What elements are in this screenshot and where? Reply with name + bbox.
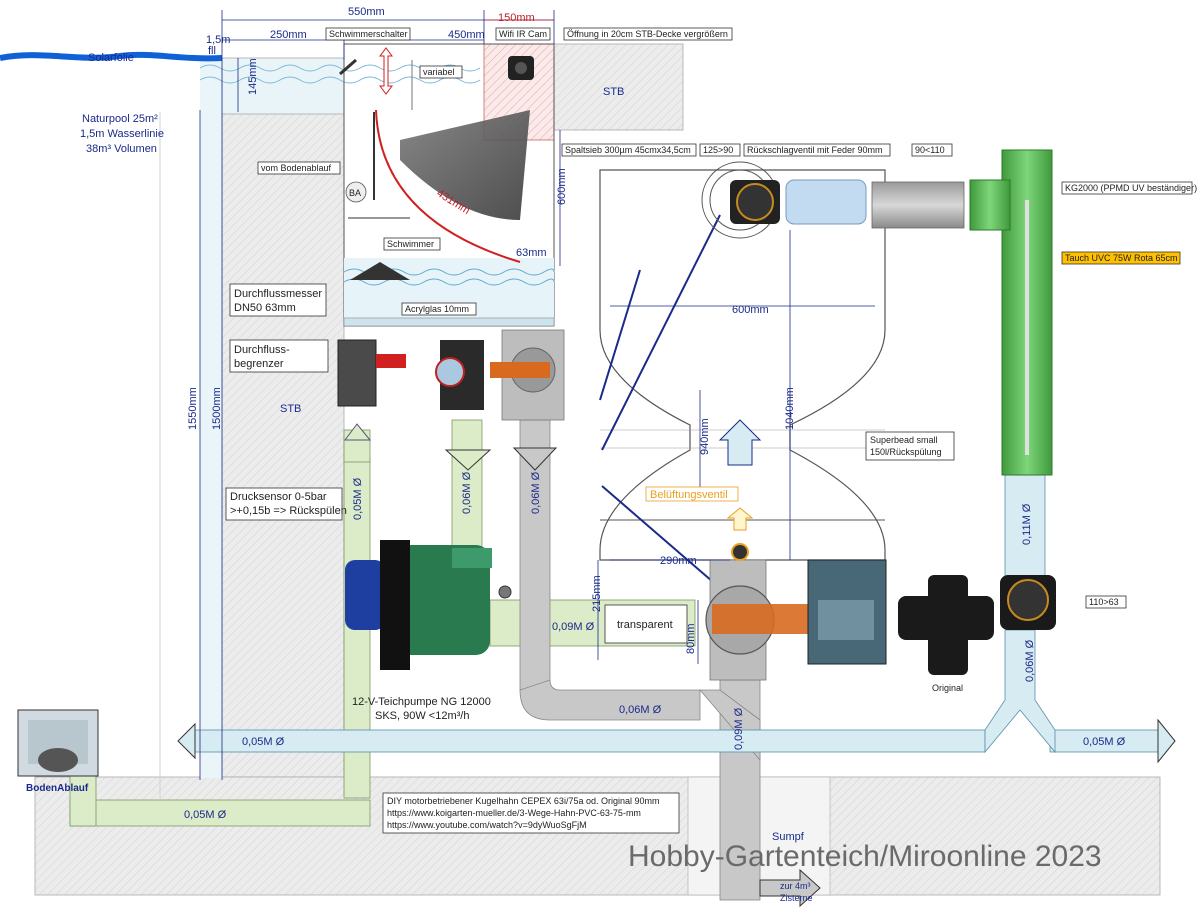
dim-290: 290mm <box>660 555 697 567</box>
pipe-011: 0,11M Ø <box>1021 503 1033 545</box>
dim-1500: 1500mm <box>211 387 223 430</box>
dim-450: 450mm <box>448 29 485 41</box>
dim-215: 215mm <box>591 575 603 612</box>
pipe-005-a: 0,05M Ø <box>352 477 364 520</box>
fit-90-110-label: 90<110 <box>915 145 945 155</box>
variabel-label: variabel <box>423 67 455 77</box>
dim-1040: 1040mm <box>784 387 796 430</box>
diy-label-2: https://www.koigarten-mueller.de/3-Wege-… <box>387 808 641 818</box>
label-layer: Solarfolie 1,5m fll Naturpool 25m² 1,5m … <box>26 27 1197 903</box>
durchflussbegrenzer-label-2: begrenzer <box>234 358 284 370</box>
dim-1550: 1550mm <box>187 387 199 430</box>
drucksensor-label-1: Drucksensor 0-5bar <box>230 491 327 503</box>
dim-63: 63mm <box>516 247 547 259</box>
pipes <box>17 149 1176 908</box>
dim-145: 145mm <box>247 58 259 95</box>
durchflussmesser-label-2: DN50 63mm <box>234 302 296 314</box>
superbead-filter <box>599 161 886 589</box>
pool-info-2: 1,5m Wasserlinie <box>80 128 164 140</box>
dim-550: 550mm <box>348 6 385 18</box>
fill-level-sub: fll <box>208 45 216 57</box>
kg2000-label: KG2000 (PPMD UV beständiger) <box>1065 183 1197 193</box>
pipe-006-b: 0,06M Ø <box>530 471 542 514</box>
vom-bodenablauf-label: vom Bodenablauf <box>261 163 332 173</box>
pipe-005-c: 0,05M Ø <box>1083 736 1126 748</box>
diy-label-3: https://www.youtube.com/watch?v=9dyWuoSg… <box>387 820 587 830</box>
rueckschlagventil-label: Rückschlagventil mit Feder 90mm <box>747 145 883 155</box>
transparent-label: transparent <box>617 619 673 631</box>
durchflussmesser-label-1: Durchflussmesser <box>234 288 322 300</box>
superbead-label-2: 150l/Rückspülung <box>870 447 942 457</box>
pipe-009-b: 0,09M Ø <box>733 707 745 750</box>
zisterne-label-1: zur 4m³ <box>780 881 811 891</box>
superbead-label-1: Superbead small <box>870 435 938 445</box>
pipe-006-a: 0,06M Ø <box>461 471 473 514</box>
dimension-lines <box>159 10 875 798</box>
wifi-cam-label: Wifi IR Cam <box>499 29 547 39</box>
zisterne-label-2: Zisterne <box>780 893 813 903</box>
durchflussbegrenzer-label-1: Durchfluss- <box>234 344 290 356</box>
solar-foil <box>0 51 223 62</box>
pipe-009-a: 0,09M Ø <box>552 621 595 633</box>
filter-chamber <box>339 43 555 327</box>
dim-600h: 600mm <box>732 304 769 316</box>
dim-940: 940mm <box>699 418 711 455</box>
belueftungsventil-label: Belüftungsventil <box>650 489 728 501</box>
diy-label-1: DIY motorbetriebener Kugelhahn CEPEX 63i… <box>387 796 660 806</box>
dim-150: 150mm <box>498 12 535 24</box>
drucksensor-label-2: >+0,15b => Rückspülen <box>230 505 347 517</box>
fit-110-63-label: 110>63 <box>1089 597 1119 607</box>
original-label: Original <box>932 683 963 693</box>
pumpe-label-2: SKS, 90W <12m³/h <box>375 710 469 722</box>
dim-600v: 600mm <box>556 168 568 205</box>
schwimmer-label: Schwimmer <box>387 239 434 249</box>
pipe-005-b: 0,05M Ø <box>242 736 285 748</box>
pool-info-1: Naturpool 25m² <box>82 113 158 125</box>
dim-250: 250mm <box>270 29 307 41</box>
pumpe-label-1: 12-V-Teichpumpe NG 12000 <box>352 696 491 708</box>
stb-left-label: STB <box>280 403 301 415</box>
pipe-006-c: 0,06M Ø <box>619 704 662 716</box>
oeffnung-label: Öffnung in 20cm STB-Decke vergrößern <box>567 29 728 39</box>
fill-level-label: 1,5m <box>206 34 230 46</box>
uvc-label: Tauch UVC 75W Rota 65cm <box>1065 253 1178 263</box>
fit-125-90-label: 125>90 <box>703 145 733 155</box>
solarfolie-label: Solarfolie <box>88 52 134 64</box>
ba-label: BA <box>349 188 361 198</box>
pipe-006-d: 0,06M Ø <box>1024 639 1036 682</box>
pipe-005-d: 0,05M Ø <box>184 809 227 821</box>
sumpf-label: Sumpf <box>772 831 805 843</box>
pool-info-3: 38m³ Volumen <box>86 143 157 155</box>
spaltsieb-label: Spaltsieb 300µm 45cmx34,5cm <box>565 145 691 155</box>
acrylglas-label: Acrylglas 10mm <box>405 304 469 314</box>
pipe-labels: 0,05M Ø 0,06M Ø 0,06M Ø 0,09M Ø 0,06M Ø … <box>184 471 1126 821</box>
bodenablauf-label: BodenAblauf <box>26 783 89 794</box>
schwimmerschalter-label: Schwimmerschalter <box>329 29 408 39</box>
watermark: Hobby-Gartenteich/Miroonline 2023 <box>628 840 1102 873</box>
dim-80: 80mm <box>685 623 697 654</box>
stb-top-label: STB <box>603 86 624 98</box>
